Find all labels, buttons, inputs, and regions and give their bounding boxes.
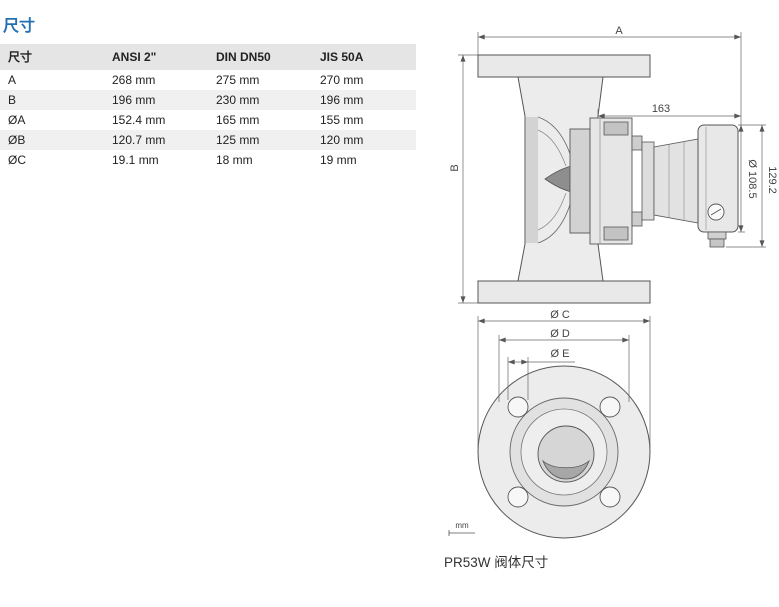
jis-value: 120 mm xyxy=(320,133,364,147)
label-dia-c: Ø C xyxy=(550,309,570,321)
upper-nut xyxy=(631,135,643,151)
table-row: B 196 mm 230 mm 196 mm xyxy=(0,90,416,110)
din-value: 275 mm xyxy=(216,73,260,87)
row-label: ØC xyxy=(8,153,26,167)
flow-path-lower-inner-curve xyxy=(537,192,567,231)
scale-indicator: mm xyxy=(448,521,475,536)
ansi-value: 268 mm xyxy=(112,73,156,87)
bolt-hole xyxy=(507,486,529,508)
label-dia-d: Ø D xyxy=(550,328,570,340)
din-value: 125 mm xyxy=(216,133,260,147)
table-row: ØA 152.4 mm 165 mm 155 mm xyxy=(0,110,416,130)
side-view xyxy=(477,54,739,304)
side-view-dimensions xyxy=(458,32,766,304)
label-dim-163: 163 xyxy=(652,103,670,115)
flange-view xyxy=(477,365,651,539)
header-jis: JIS 50A xyxy=(320,50,364,64)
row-label: ØA xyxy=(8,113,26,127)
jis-value: 196 mm xyxy=(320,93,364,107)
top-bolt-head xyxy=(603,121,629,136)
jis-value: 155 mm xyxy=(320,113,364,127)
header-ansi: ANSI 2" xyxy=(112,50,157,64)
table-row: ØC 19.1 mm 18 mm 19 mm xyxy=(0,150,416,170)
scale-unit-label: mm xyxy=(455,521,469,530)
ansi-value: 152.4 mm xyxy=(112,113,166,127)
cable-gland-nut xyxy=(709,238,725,248)
sensor-adapter xyxy=(653,138,699,224)
header-dimension: 尺寸 xyxy=(8,50,33,64)
bolt-hole xyxy=(599,486,621,508)
sensor-tip xyxy=(542,459,590,480)
din-value: 18 mm xyxy=(216,153,253,167)
ansi-value: 120.7 mm xyxy=(112,133,166,147)
table-row: ØB 120.7 mm 125 mm 120 mm xyxy=(0,130,416,150)
section-title: 尺寸 xyxy=(3,18,36,35)
dimensions-table: 尺寸 ANSI 2" DIN DN50 JIS 50A A 268 mm 275… xyxy=(0,44,416,170)
jis-value: 19 mm xyxy=(320,153,357,167)
cable-gland xyxy=(707,231,727,240)
label-dim-b: B xyxy=(449,164,461,171)
row-label: B xyxy=(8,93,17,107)
bolt-hole xyxy=(507,396,529,418)
jis-value: 270 mm xyxy=(320,73,364,87)
label-dim-a: A xyxy=(615,25,623,37)
table-header-row: 尺寸 ANSI 2" DIN DN50 JIS 50A xyxy=(0,44,416,70)
body-inner-wall xyxy=(526,117,538,243)
sensor-flange xyxy=(589,117,633,245)
row-label: A xyxy=(8,73,17,87)
ansi-value: 196 mm xyxy=(112,93,156,107)
sensor-neck xyxy=(641,141,655,221)
lower-nut xyxy=(631,211,643,227)
flange-view-labels: Ø C Ø D Ø E xyxy=(550,309,570,360)
label-dim-108-5: Ø 108.5 xyxy=(746,159,758,198)
sensor-assembly xyxy=(569,117,739,248)
valve-dimension-drawing: A B 163 Ø 108.5 129.2 Ø C Ø D Ø E mm xyxy=(448,25,778,539)
drawing-caption: PR53W 阀体尺寸 xyxy=(444,555,549,570)
label-dim-129-2: 129.2 xyxy=(766,166,778,194)
side-view-labels: A B 163 Ø 108.5 129.2 xyxy=(449,25,778,199)
row-label: ØB xyxy=(8,133,26,147)
table-row: A 268 mm 275 mm 270 mm xyxy=(0,70,416,90)
bottom-flange xyxy=(477,280,651,304)
flow-path-upper-inner-curve xyxy=(537,129,567,167)
flange-view-dimensions xyxy=(477,316,651,450)
sensor-insert xyxy=(569,128,591,234)
housing-screw-slot xyxy=(710,208,722,216)
label-dia-e: Ø E xyxy=(551,348,570,360)
din-value: 165 mm xyxy=(216,113,260,127)
top-flange xyxy=(477,54,651,78)
header-din: DIN DN50 xyxy=(216,50,271,64)
ansi-value: 19.1 mm xyxy=(112,153,159,167)
din-value: 230 mm xyxy=(216,93,260,107)
bottom-bolt-head xyxy=(603,226,629,241)
bolt-hole xyxy=(599,396,621,418)
